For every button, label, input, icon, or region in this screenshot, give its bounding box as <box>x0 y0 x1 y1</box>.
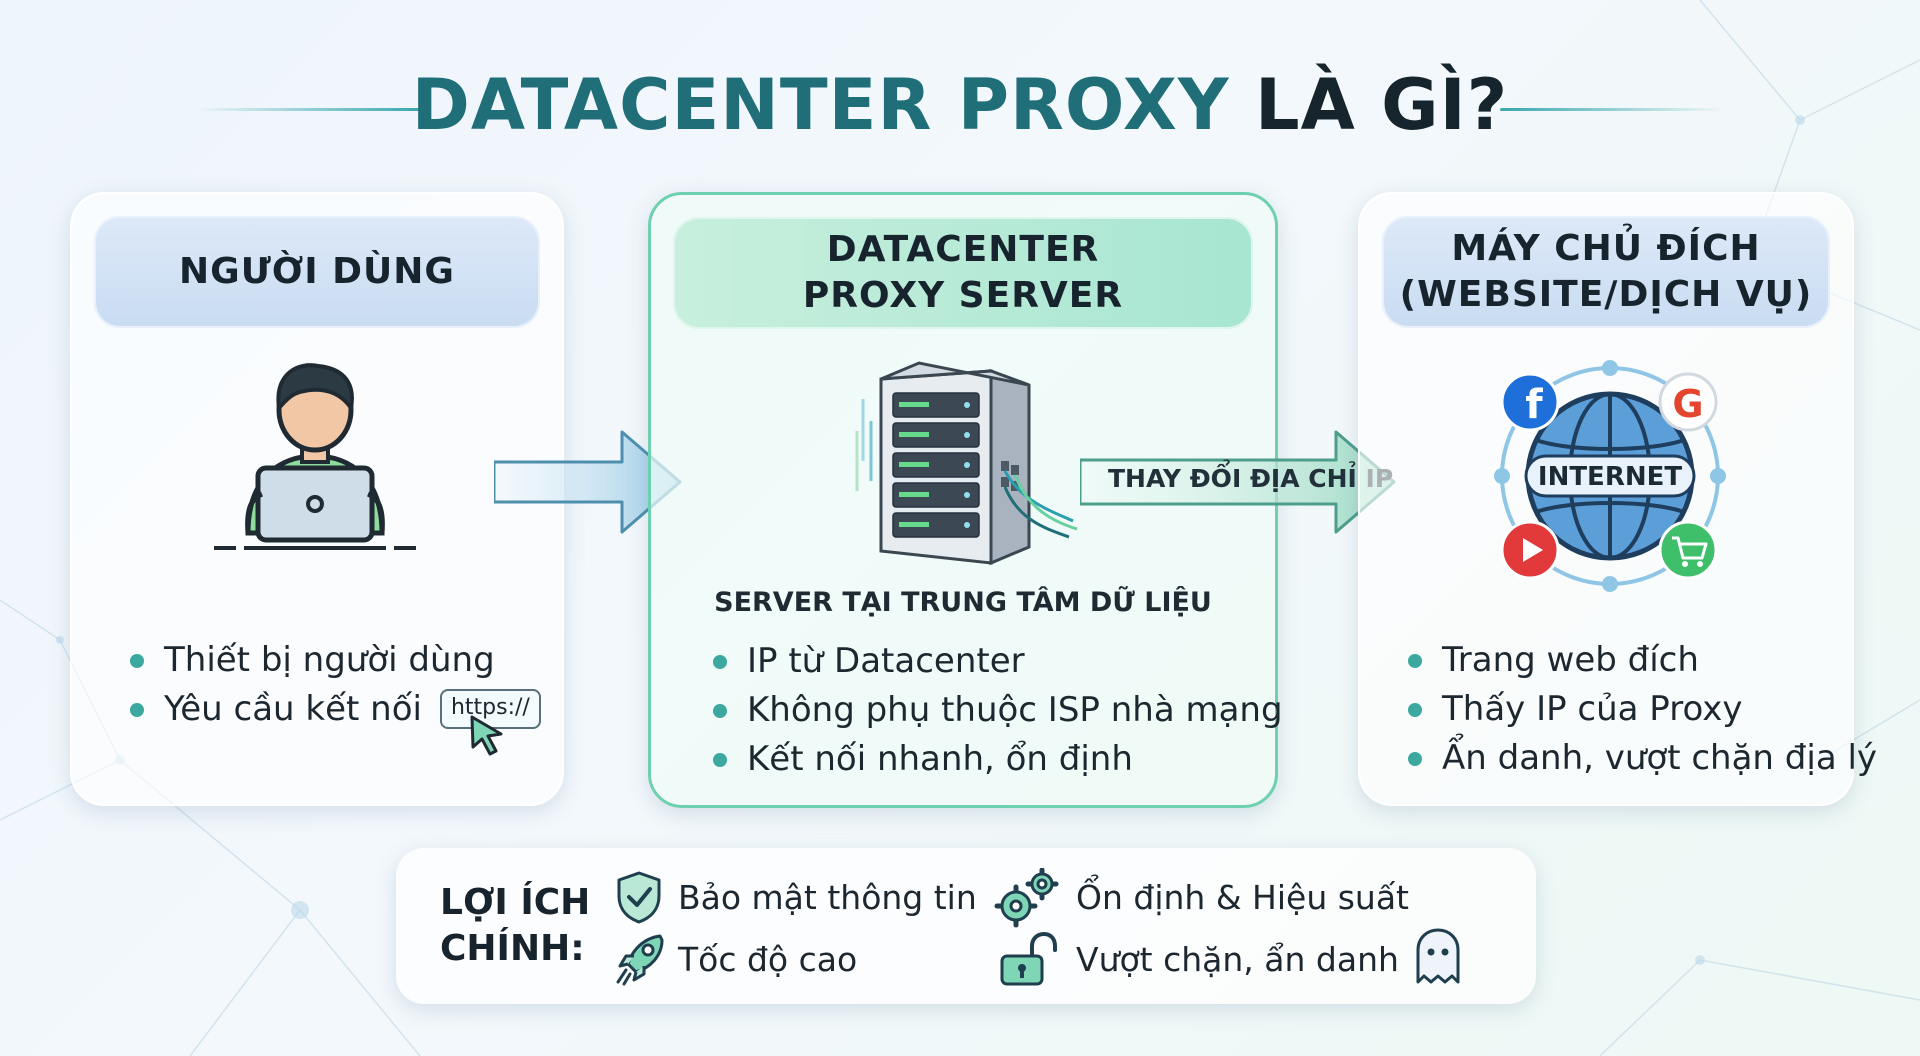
list-item: Trang web đích <box>1402 636 1877 685</box>
benefits-title: LỢI ÍCH CHÍNH: <box>440 880 590 972</box>
user-bullet-label: Thiết bị người dùng <box>164 640 495 680</box>
list-item: Ẩn danh, vượt chặn địa lý <box>1402 734 1877 783</box>
benefit-label: Vượt chặn, ẩn danh <box>1076 940 1399 979</box>
arrow-label: THAY ĐỔI ĐỊA CHỈ IP <box>1108 464 1394 493</box>
user-bullet-label: Yêu cầu kết nối <box>164 689 422 729</box>
user-header: NGƯỜI DÙNG <box>94 216 540 328</box>
google-icon: G <box>1658 372 1718 432</box>
user-header-label: NGƯỜI DÙNG <box>179 251 455 292</box>
target-bullet-label: Ẩn danh, vượt chặn địa lý <box>1442 738 1878 778</box>
svg-text:f: f <box>1525 382 1543 428</box>
target-header: MÁY CHỦ ĐÍCH (WEBSITE/DỊCH VỤ) <box>1382 216 1830 328</box>
rocket-icon <box>616 934 664 986</box>
proxy-bullet-label: Kết nối nhanh, ổn định <box>747 739 1133 779</box>
globe-icon: INTERNET f G <box>1494 360 1726 592</box>
target-bullet-list: Trang web đích Thấy IP của Proxy Ẩn danh… <box>1402 636 1877 783</box>
list-item: IP từ Datacenter <box>707 637 1283 686</box>
proxy-bullet-label: Không phụ thuộc ISP nhà mạng <box>747 690 1283 730</box>
benefits-title-line1: LỢI ÍCH <box>440 882 591 923</box>
youtube-icon <box>1500 520 1560 580</box>
proxy-header-line1: DATACENTER <box>826 229 1100 270</box>
target-bullet-label: Trang web đích <box>1442 640 1699 680</box>
title-divider-right <box>1500 108 1725 111</box>
benefit-label: Tốc độ cao <box>678 940 858 979</box>
proxy-header-line2: PROXY SERVER <box>802 275 1124 316</box>
target-panel: MÁY CHỦ ĐÍCH (WEBSITE/DỊCH VỤ) INTERNET … <box>1358 192 1877 806</box>
cursor-icon <box>470 715 503 756</box>
proxy-bullet-label: IP từ Datacenter <box>747 641 1025 681</box>
user-panel: NGƯỜI DÙNG Thiết bị người dùng Yêu cầu k… <box>70 192 564 806</box>
list-item: Không phụ thuộc ISP nhà mạng <box>707 686 1283 735</box>
list-item: Kết nối nhanh, ổn định <box>707 735 1283 784</box>
unlock-icon <box>1000 932 1057 986</box>
target-bullet-label: Thấy IP của Proxy <box>1442 689 1743 729</box>
target-header-line2: (WEBSITE/DỊCH VỤ) <box>1399 274 1813 315</box>
list-item: Thấy IP của Proxy <box>1402 685 1877 734</box>
gears-icon <box>994 868 1059 928</box>
shield-check-icon <box>617 871 661 924</box>
svg-text:G: G <box>1672 382 1703 426</box>
title-part2: LÀ GÌ? <box>1254 64 1509 146</box>
cart-icon <box>1658 520 1718 580</box>
title-divider-left <box>195 108 420 111</box>
ghost-icon <box>1416 928 1460 984</box>
benefit-label: Bảo mật thông tin <box>678 878 977 917</box>
proxy-header: DATACENTER PROXY SERVER <box>673 217 1253 329</box>
page-title: DATACENTER PROXY LÀ GÌ? <box>0 64 1920 146</box>
globe-label: INTERNET <box>1538 462 1682 492</box>
user-laptop-icon <box>214 363 416 550</box>
server-caption: SERVER TẠI TRUNG TÂM DỮ LIỆU <box>714 587 1212 618</box>
proxy-bullet-list: IP từ Datacenter Không phụ thuộc ISP nhà… <box>707 637 1283 784</box>
benefits-box: LỢI ÍCH CHÍNH: Bảo mật thông tin Ổn định… <box>396 848 1536 1004</box>
benefit-label: Ổn định & Hiệu suất <box>1076 878 1409 917</box>
title-part1: DATACENTER PROXY <box>411 64 1230 146</box>
target-header-line1: MÁY CHỦ ĐÍCH <box>1451 228 1761 269</box>
facebook-icon: f <box>1500 372 1560 432</box>
server-rack-icon <box>855 361 1078 566</box>
benefits-title-line2: CHÍNH: <box>440 928 585 969</box>
list-item: Thiết bị người dùng <box>124 636 541 685</box>
